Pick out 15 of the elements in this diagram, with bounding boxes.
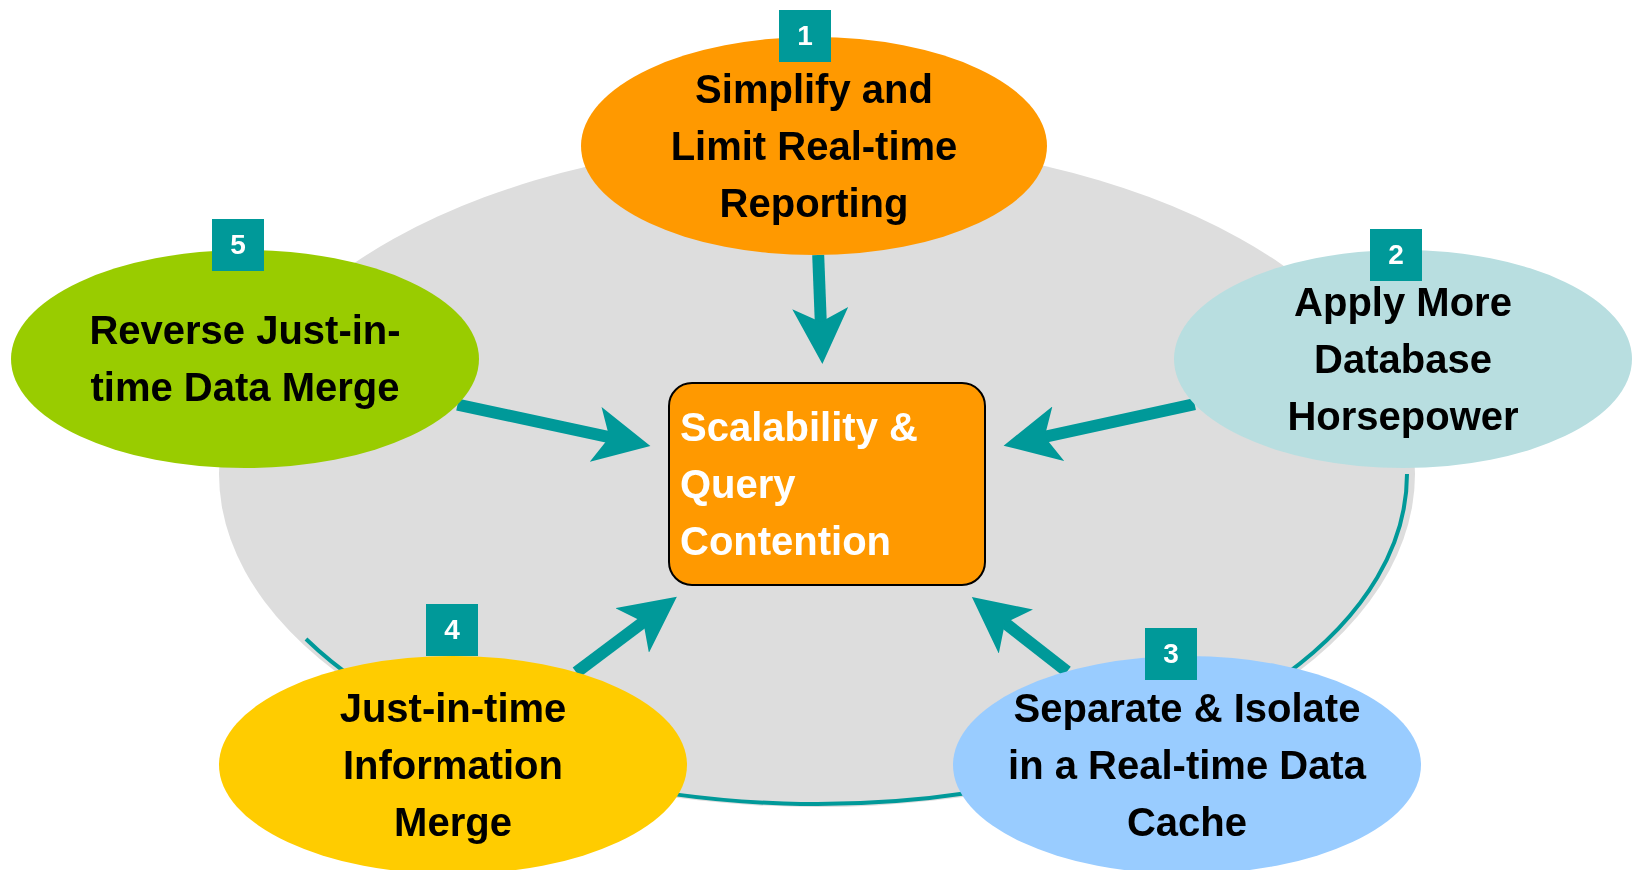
node-label: Simplify and Limit Real-time Reporting — [669, 65, 959, 227]
arrow — [456, 398, 651, 462]
node-label: Apply More Database Horsepower — [1286, 278, 1520, 440]
number-badge: 1 — [779, 10, 831, 62]
number-badge: 5 — [212, 219, 264, 271]
node-label: Reverse Just-in-time Data Merge — [88, 307, 402, 411]
center-box — [668, 382, 986, 586]
center-title: Scalability & Query Contention — [680, 403, 919, 565]
arrow — [792, 254, 849, 364]
number-badge: 2 — [1370, 229, 1422, 281]
number-badge: 3 — [1145, 628, 1197, 680]
node-label: Separate & Isolate in a Real-time Data Cache — [1007, 684, 1368, 846]
number-badge: 4 — [426, 604, 478, 656]
arrow — [1003, 398, 1196, 462]
node-label: Just-in-time Information Merge — [338, 684, 568, 846]
